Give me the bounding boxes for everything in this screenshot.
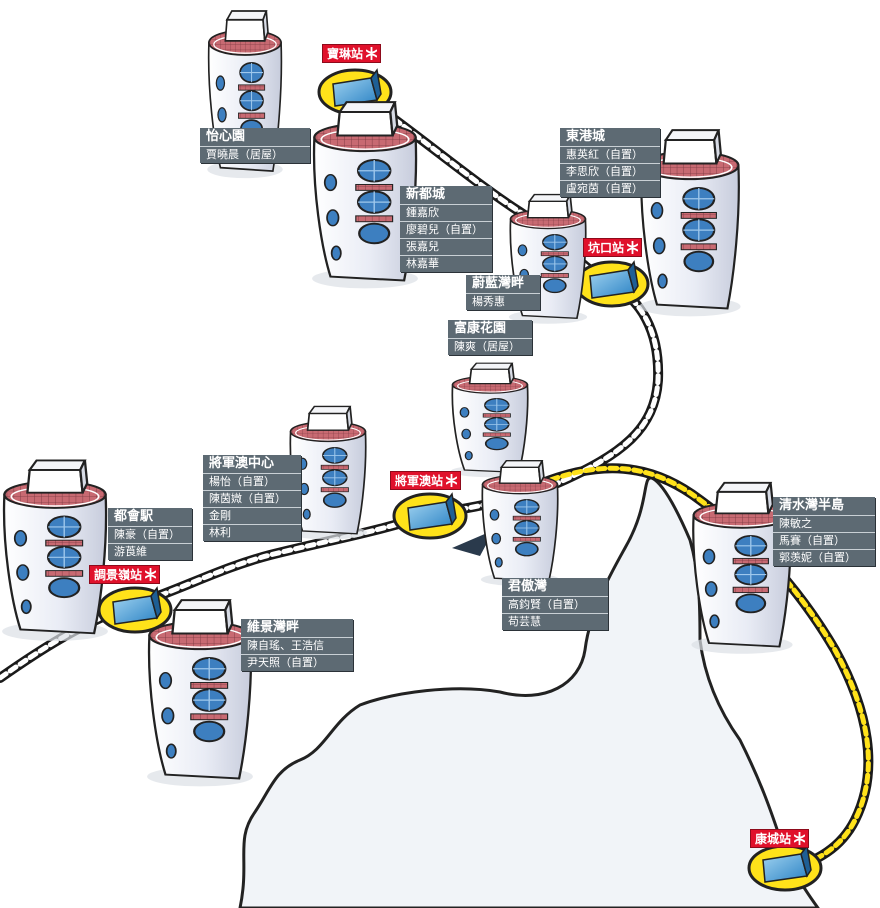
- estate-label-yee-sum[interactable]: 怡心園 賈曉晨（居屋）: [200, 128, 310, 163]
- resident: 盧宛茵（自置）: [566, 182, 643, 195]
- resident: 林利: [209, 526, 231, 539]
- station-tag-hang-hau[interactable]: 坑口站: [583, 238, 643, 257]
- station-tag-tseung-kwan-o[interactable]: 將軍澳站: [390, 471, 462, 490]
- resident: 陳自瑤、王浩信: [241, 638, 353, 655]
- mtr-logo-icon: [794, 832, 806, 845]
- resident: 郭羡妮（自置）: [779, 551, 856, 564]
- mtr-logo-icon: [366, 47, 378, 60]
- station-tag-tiu-keng-leng[interactable]: 調景嶺站: [89, 565, 161, 584]
- estate-label-grandiose[interactable]: 君傲灣 高鈞賢（自置） 苟芸慧: [502, 578, 608, 630]
- resident: 賈曉晨（居屋）: [206, 148, 283, 161]
- estate-label-tko-plaza[interactable]: 將軍澳中心 楊怡（自置） 陳茵媺（自置） 金剛 林利: [203, 455, 301, 541]
- estate-name: 維景灣畔: [241, 619, 353, 638]
- mtr-logo-icon: [145, 568, 157, 581]
- estate-name: 怡心園: [200, 128, 310, 147]
- estate-name: 都會駅: [108, 508, 192, 527]
- resident: 金剛: [203, 508, 301, 525]
- resident: 陳豪（自置）: [108, 527, 192, 544]
- estate-name: 將軍澳中心: [203, 455, 301, 474]
- resident: 楊秀惠: [472, 295, 505, 308]
- resident: 鍾嘉欣: [400, 205, 492, 222]
- resident: 林嘉華: [406, 257, 439, 270]
- resident: 尹天照（自置）: [247, 656, 324, 669]
- resident: 陳茵媺（自置）: [203, 491, 301, 508]
- estate-name: 蔚藍灣畔: [466, 275, 540, 294]
- resident: 惠英紅（自置）: [560, 147, 660, 164]
- resident: 苟芸慧: [508, 615, 541, 628]
- station-tag-po-lam[interactable]: 寶琳站: [322, 44, 382, 63]
- mtr-logo-icon: [627, 241, 639, 254]
- resident: 高鈞賢（自置）: [502, 597, 608, 614]
- estate-label-bauhinia[interactable]: 蔚藍灣畔 楊秀惠: [466, 275, 540, 310]
- resident: 游莨維: [114, 545, 147, 558]
- estate-name: 富康花園: [448, 320, 532, 339]
- estate-label-fu-hong[interactable]: 富康花園 陳爽（居屋）: [448, 320, 532, 355]
- estate-name: 清水灣半島: [773, 497, 875, 516]
- resident: 張嘉兒: [400, 239, 492, 256]
- resident: 陳敏之: [773, 516, 875, 533]
- estate-label-metro-town-sd[interactable]: 新都城 鍾嘉欣 廖碧兒（自置） 張嘉兒 林嘉華: [400, 186, 492, 272]
- estate-label-ocean-shores[interactable]: 清水灣半島 陳敏之 馬賽（自置） 郭羡妮（自置）: [773, 497, 875, 566]
- estate-name: 新都城: [400, 186, 492, 205]
- estate-label-east-point-city[interactable]: 東港城 惠英紅（自置） 李思欣（自置） 盧宛茵（自置）: [560, 128, 660, 197]
- estate-name: 東港城: [560, 128, 660, 147]
- coastline: [238, 476, 820, 908]
- resident: 陳爽（居屋）: [454, 340, 520, 353]
- estate-label-metro-town[interactable]: 都會駅 陳豪（自置） 游莨維: [108, 508, 192, 560]
- resident: 李思欣（自置）: [560, 164, 660, 181]
- resident: 廖碧兒（自置）: [400, 222, 492, 239]
- resident: 楊怡（自置）: [203, 474, 301, 491]
- station-tag-lohas-park[interactable]: 康城站: [750, 829, 810, 848]
- estate-name: 君傲灣: [502, 578, 608, 597]
- estate-label-park-central[interactable]: 維景灣畔 陳自瑤、王浩信 尹天照（自置）: [241, 619, 353, 671]
- resident: 馬賽（自置）: [773, 533, 875, 550]
- mtr-logo-icon: [446, 474, 458, 487]
